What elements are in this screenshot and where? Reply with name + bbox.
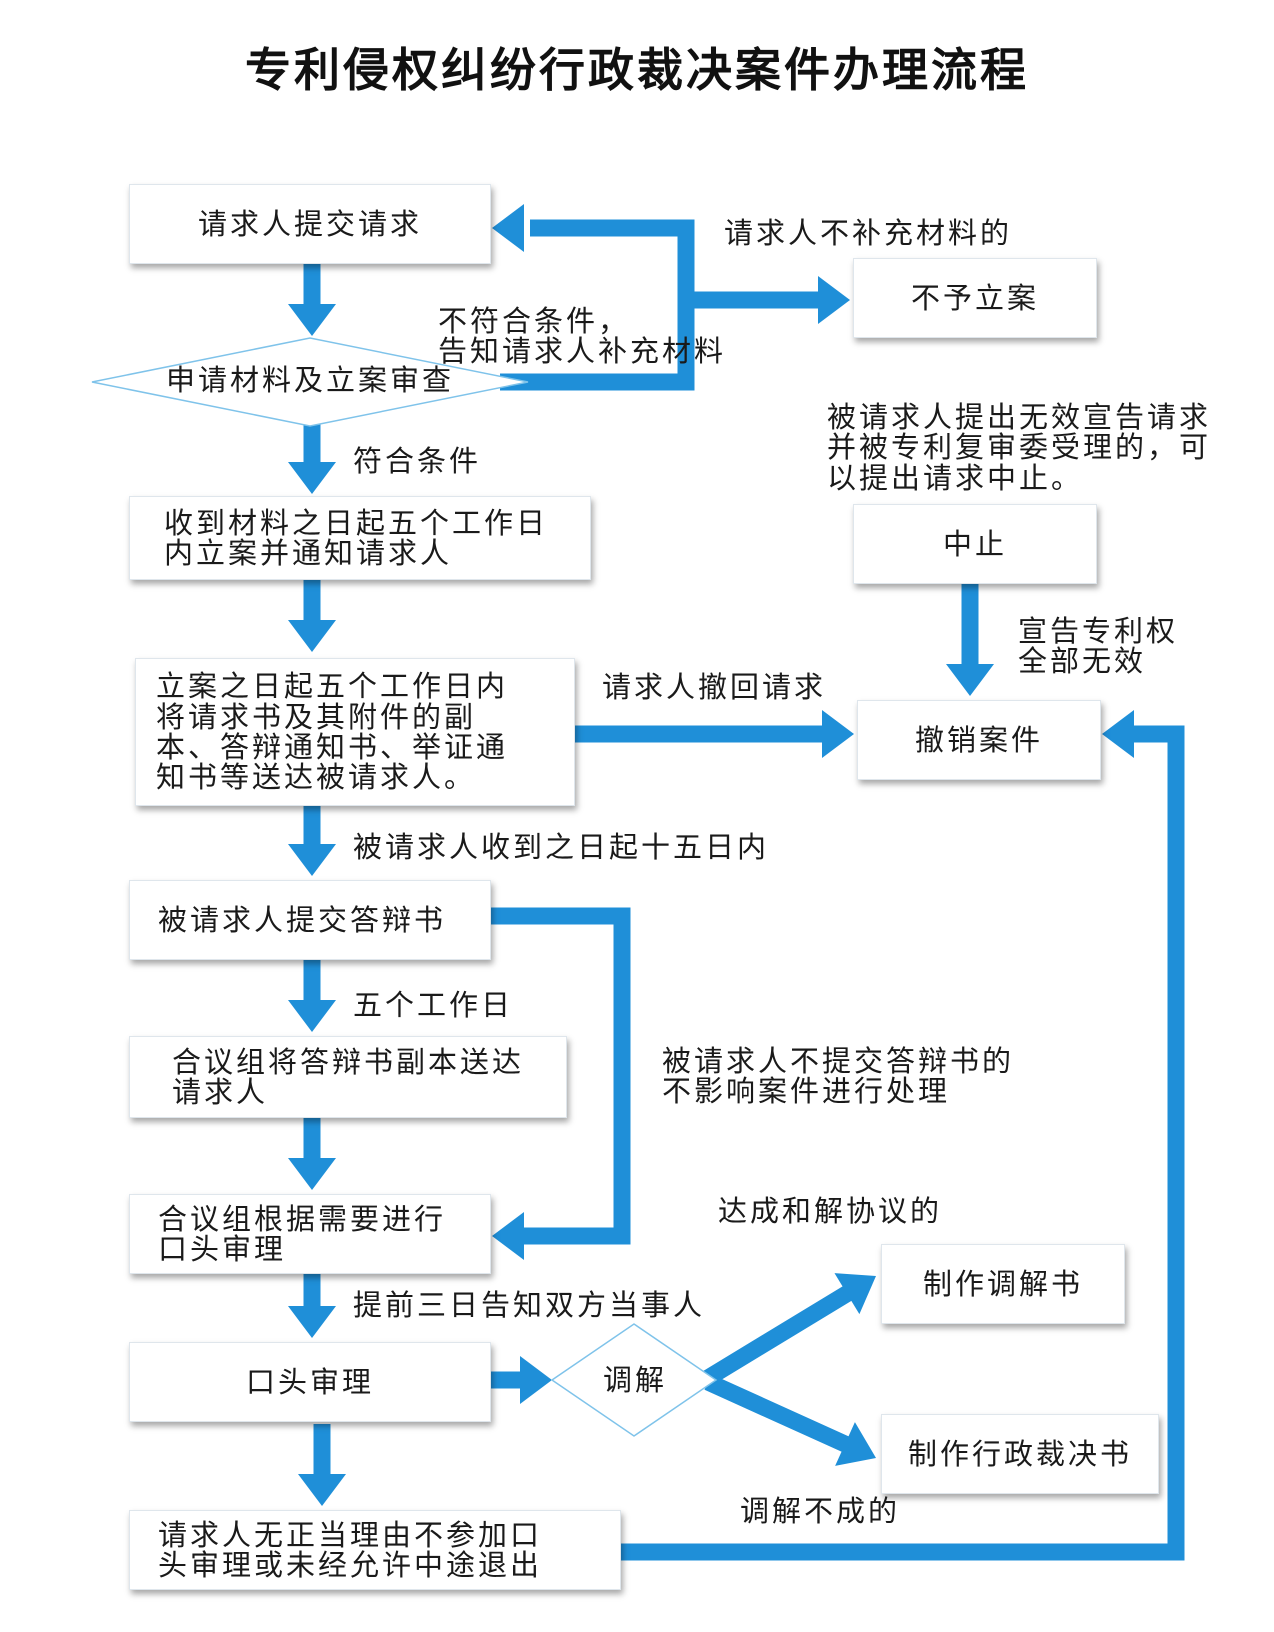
node-oral-hearing-decide: 合议组根据需要进行 口头审理	[129, 1194, 491, 1274]
node-mediation-label: 调解	[602, 1363, 667, 1397]
node-mediation-doc: 制作调解书	[881, 1244, 1125, 1324]
label-no-supplement: 请求人不补充材料的	[724, 216, 1013, 250]
arrow-defense-to-decide-line	[491, 907, 631, 1245]
label-requester-withdraw: 请求人撤回请求	[602, 670, 827, 704]
node-forward-defense: 合议组将答辩书副本送达 请求人	[129, 1036, 567, 1118]
arrow-review-loop-head	[492, 204, 524, 252]
arrow-mediation-to-decision-head	[835, 1422, 876, 1466]
arrow-hearing-to-mediation-head	[520, 1356, 552, 1404]
label-settlement: 达成和解协议的	[718, 1194, 943, 1228]
label-patent-invalid: 宣告专利权 全部无效	[1018, 614, 1179, 679]
node-suspend: 中止	[853, 504, 1097, 584]
node-no-case: 不予立案	[853, 258, 1097, 338]
label-not-qualified: 不符合条件， 告知请求人补充材料	[438, 304, 727, 369]
node-oral-hearing: 口头审理	[129, 1342, 491, 1422]
arrow-mediation-to-doc-head	[834, 1273, 876, 1315]
label-mediation-failed: 调解不成的	[740, 1494, 901, 1528]
arrow-suspend-to-withdraw-head	[946, 664, 994, 696]
node-decision-doc: 制作行政裁决书	[881, 1414, 1159, 1494]
label-no-defense: 被请求人不提交答辩书的 不影响案件进行处理	[662, 1044, 1015, 1109]
label-qualified: 符合条件	[353, 444, 482, 478]
node-absent: 请求人无正当理由不参加口 头审理或未经允许中途退出	[129, 1510, 621, 1590]
arrow-mediation-to-doc-line	[703, 1285, 854, 1386]
label-five-workdays: 五个工作日	[353, 988, 514, 1022]
node-withdraw-case: 撤销案件	[857, 700, 1101, 780]
arrow-mediation-to-decision-line	[704, 1374, 851, 1453]
node-review-diamond	[91, 337, 529, 427]
arrow-to-no-case-head	[818, 276, 850, 324]
arrow-deliver-to-withdraw-head	[822, 710, 854, 758]
label-three-days: 提前三日告知双方当事人	[353, 1288, 706, 1322]
arrow-absent-loop-head	[1102, 710, 1134, 758]
node-file-case: 收到材料之日起五个工作日 内立案并通知请求人	[129, 496, 591, 580]
arrow-defense-to-forward-head	[288, 1000, 336, 1032]
arrow-decide-to-hearing-head	[288, 1306, 336, 1338]
arrow-forward-to-decide-head	[288, 1158, 336, 1190]
label-invalidation: 被请求人提出无效宣告请求 并被专利复审委受理的，可 以提出请求中止。	[827, 400, 1212, 495]
arrow-submit-to-review-head	[288, 304, 336, 336]
arrow-absent-loop-line	[621, 725, 1185, 1561]
arrow-review-to-file-head	[288, 462, 336, 494]
arrow-file-to-deliver-head	[288, 620, 336, 652]
arrow-hearing-to-absent-head	[298, 1474, 346, 1506]
node-deliver-docs: 立案之日起五个工作日内 将请求书及其附件的副 本、答辩通知书、举证通 知书等送达…	[135, 658, 575, 806]
page-title: 专利侵权纠纷行政裁决案件办理流程	[245, 43, 1029, 97]
node-submit-defense: 被请求人提交答辩书	[129, 880, 491, 960]
arrow-defense-to-decide-head	[492, 1212, 524, 1260]
node-mediation-diamond	[550, 1323, 718, 1437]
arrow-deliver-to-defense-head	[288, 844, 336, 876]
node-review-label: 申请材料及立案审查	[165, 363, 454, 397]
node-submit-request: 请求人提交请求	[129, 184, 491, 264]
label-fifteen-days: 被请求人收到之日起十五日内	[353, 830, 770, 864]
